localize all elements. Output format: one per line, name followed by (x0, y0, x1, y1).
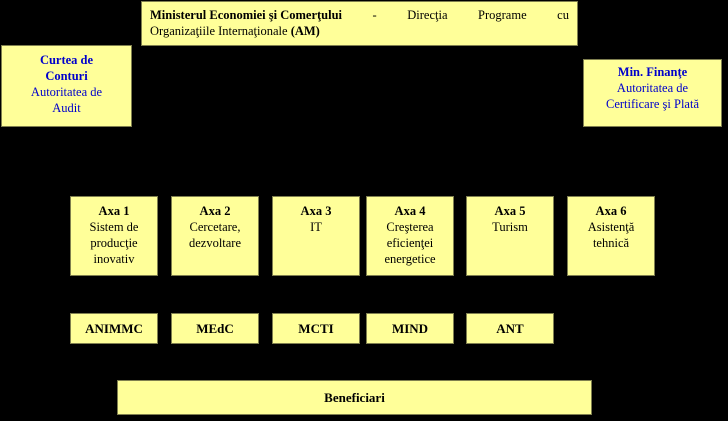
axis-6-line1: Asistenţă (587, 220, 635, 234)
managing-authority-word3: cu (557, 8, 569, 22)
audit-authority-title1: Curtea de (39, 53, 94, 67)
certifying-authority-box: Min. Finanţe Autoritatea de Certificare … (583, 59, 722, 127)
axis-1-line1: Sistem de (89, 220, 139, 234)
axis-5-title: Axa 5 (494, 204, 526, 218)
intermediate-body-mcti: MCTI (272, 313, 360, 344)
axis-4-line3: energetice (384, 252, 436, 266)
axis-6-box: Axa 6 Asistenţă tehnică (567, 196, 655, 276)
certifying-authority-line2: Certificare şi Plată (605, 97, 700, 111)
axis-6-title: Axa 6 (595, 204, 627, 218)
managing-authority-line1: Ministerul Economiei şi Comerţului - Dir… (150, 7, 569, 23)
axis-3-box: Axa 3 IT (272, 196, 360, 276)
managing-authority-line2-wrap: Organizaţiile Internaţionale (AM) (150, 23, 569, 39)
intermediate-body-mind: MIND (366, 313, 454, 344)
axis-2-line1: Cercetare, (189, 220, 241, 234)
axis-5-line1: Turism (492, 220, 528, 234)
axis-4-line2: eficienţei (386, 236, 434, 250)
axis-1-line3: inovativ (93, 252, 135, 266)
audit-authority-box: Curtea de Conturi Autoritatea de Audit (1, 45, 132, 127)
audit-authority-line1: Autoritatea de (30, 85, 103, 99)
managing-authority-word2: Programe (478, 8, 527, 22)
axis-4-line1: Creşterea (386, 220, 434, 234)
managing-authority-dash: - (372, 8, 377, 22)
axis-4-box: Axa 4 Creşterea eficienţei energetice (366, 196, 454, 276)
beneficiaries-box: Beneficiari (117, 380, 592, 415)
axis-1-line2: producţie (90, 236, 138, 250)
axis-6-line2: tehnică (592, 236, 630, 250)
audit-authority-title2: Conturi (45, 69, 88, 83)
axis-2-line2: dezvoltare (188, 236, 242, 250)
audit-authority-line2: Audit (52, 101, 81, 115)
axis-2-title: Axa 2 (199, 204, 231, 218)
intermediate-body-ant: ANT (466, 313, 554, 344)
managing-authority-box: Ministerul Economiei şi Comerţului - Dir… (141, 1, 578, 46)
managing-authority-word1: Direcţia (407, 8, 448, 22)
axis-3-line1: IT (310, 220, 322, 234)
axis-5-box: Axa 5 Turism (466, 196, 554, 276)
intermediate-body-medc: MEdC (171, 313, 259, 344)
certifying-authority-line1: Autoritatea de (616, 81, 689, 95)
axis-1-box: Axa 1 Sistem de producţie inovativ (70, 196, 158, 276)
intermediate-body-animmc: ANIMMC (70, 313, 158, 344)
axis-2-box: Axa 2 Cercetare, dezvoltare (171, 196, 259, 276)
axis-3-title: Axa 3 (300, 204, 332, 218)
managing-authority-line2: Organizaţiile Internaţionale (150, 24, 288, 38)
managing-authority-tag: (AM) (290, 24, 320, 38)
managing-authority-org: Ministerul Economiei şi Comerţului (150, 8, 342, 22)
axis-1-title: Axa 1 (98, 204, 130, 218)
certifying-authority-title: Min. Finanţe (617, 65, 688, 79)
axis-4-title: Axa 4 (394, 204, 426, 218)
